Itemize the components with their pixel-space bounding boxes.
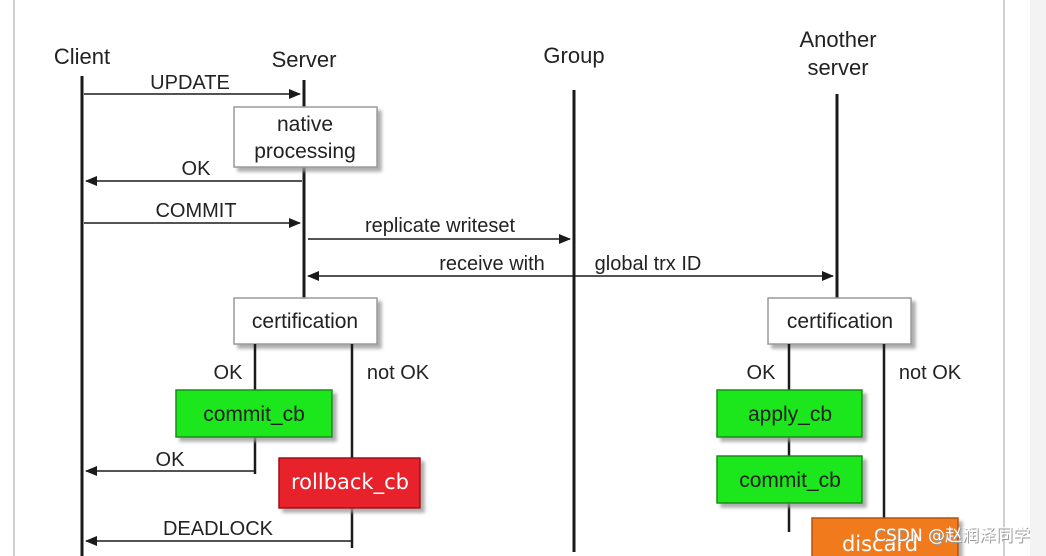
other-branch-notok-label: not OK xyxy=(899,362,962,384)
msg-deadlock-label: DEADLOCK xyxy=(163,518,274,540)
msg-global-trx-id-label: global trx ID xyxy=(595,253,702,275)
box-rollback-cb-label: rollback_cb xyxy=(291,470,409,495)
box-commit-cb-server xyxy=(175,389,333,438)
box-discard xyxy=(811,517,959,556)
box-certification-server-label: certification xyxy=(252,310,358,333)
participant-another-server-line2: server xyxy=(807,55,868,80)
msg-replicate-writeset-label: replicate writeset xyxy=(365,215,516,237)
participant-client: Client xyxy=(54,44,110,69)
other-branch-ok-label: OK xyxy=(747,362,777,384)
box-commit-cb-other-label: commit_cb xyxy=(739,469,841,492)
box-commit-cb-server-label: commit_cb xyxy=(203,403,305,426)
box-discard-label: discard xyxy=(842,532,918,556)
watermark-shadow: CSDN @赵润泽同学 xyxy=(875,527,1031,547)
box-apply-cb-label: apply_cb xyxy=(748,403,832,426)
right-margin xyxy=(1030,0,1046,556)
server-branch-notok-label: not OK xyxy=(367,362,430,384)
box-native-processing xyxy=(233,106,378,168)
box-rollback-cb xyxy=(278,457,421,509)
box-commit-cb-other xyxy=(716,455,863,504)
participant-another-server-line1: Another xyxy=(799,27,876,52)
box-native-processing-line1: native xyxy=(277,113,333,136)
watermark: CSDN @赵润泽同学 xyxy=(874,526,1030,546)
box-certification-other-label: certification xyxy=(787,310,893,333)
participant-group: Group xyxy=(543,43,604,68)
box-apply-cb xyxy=(716,389,863,438)
box-certification-other xyxy=(767,297,912,345)
msg-update-label: UPDATE xyxy=(150,72,230,94)
msg-commit-label: COMMIT xyxy=(155,200,236,222)
box-certification-server xyxy=(233,297,378,345)
msg-ok-1-label: OK xyxy=(182,158,212,180)
msg-ok-2-label: OK xyxy=(156,449,186,471)
box-native-processing-line2: processing xyxy=(254,140,356,163)
msg-receive-with-label: receive with xyxy=(439,253,545,275)
participant-server: Server xyxy=(272,47,337,72)
server-branch-ok-label: OK xyxy=(214,362,244,384)
